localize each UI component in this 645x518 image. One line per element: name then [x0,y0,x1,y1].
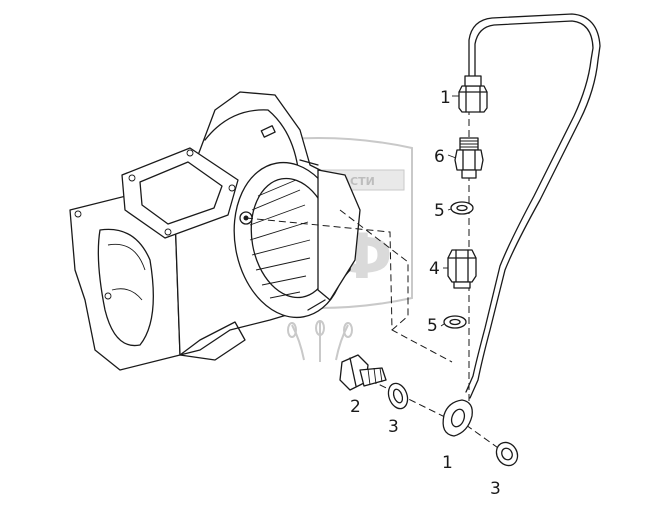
hex-fitting [447,249,477,289]
callout-5-lower: 5 [427,316,438,336]
wheat-ears-icon [287,320,353,362]
callout-1-top: 1 [440,88,451,108]
sealing-washer-upper [450,201,474,215]
callout-numbers: 1 6 5 4 5 2 3 1 3 [350,88,501,499]
union-nut-top [458,75,488,113]
compressor-blades [249,179,311,299]
callout-leaders [440,95,459,327]
exhaust-flange [121,147,239,239]
volute-rib [204,109,299,169]
pipe-line-outer [468,13,601,399]
callout-6: 6 [434,147,445,167]
washer-left [387,382,409,410]
callout-5-upper: 5 [434,201,445,221]
bearing-housing-cap [317,169,361,301]
oil-feed-pipe [465,13,601,399]
callout-4: 4 [429,259,440,279]
callout-3-right: 3 [490,479,501,499]
callout-2: 2 [350,397,361,417]
callout-1-bottom: 1 [442,453,453,473]
banjo-bolt [339,354,387,391]
turbocharger-housing [69,91,361,371]
pipe-line-inner [465,20,594,393]
sealing-washer-lower [443,315,467,329]
threaded-adapter [454,137,484,179]
callout-3-left: 3 [388,417,399,437]
inlet-opening [97,228,154,347]
banjo-eye-fitting [442,399,473,437]
washer-right [495,441,519,467]
